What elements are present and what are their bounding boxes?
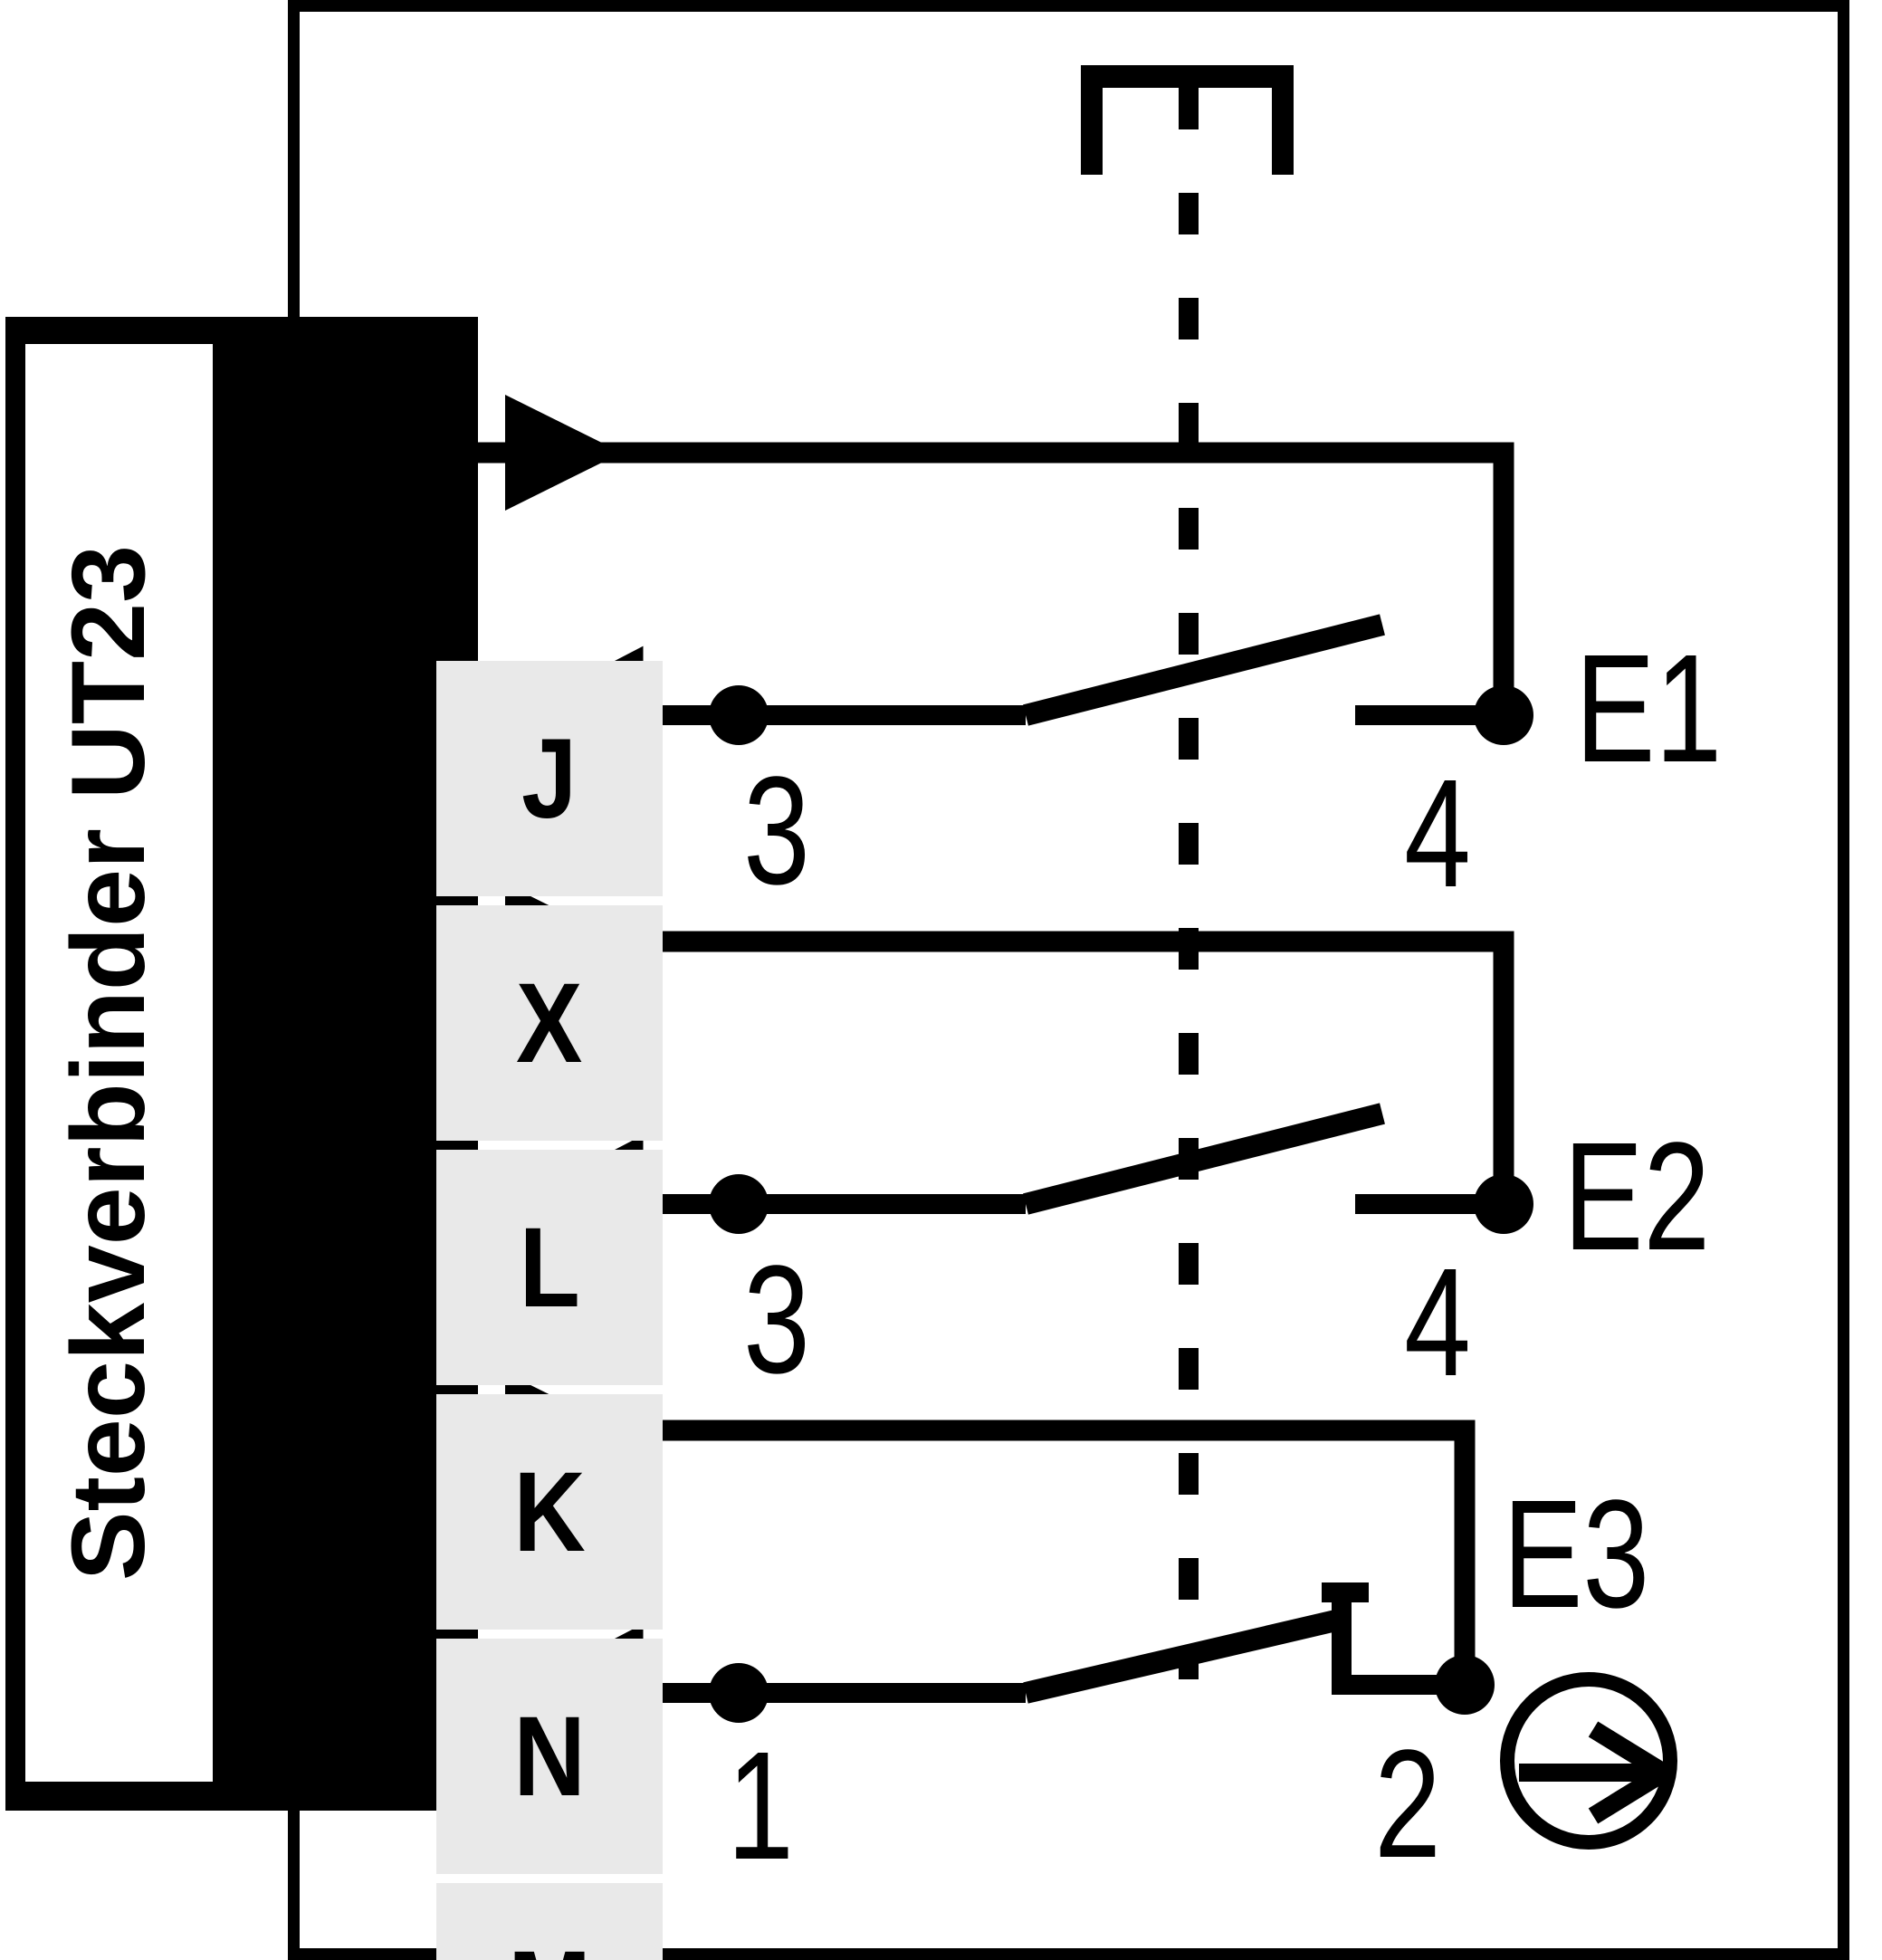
terminal-column: J X L K N M [213,317,663,1960]
terminal-label: M [508,1927,591,1960]
contact-number-e3-2: 2 [1374,1718,1441,1890]
contact-number-e3-1: 1 [727,1720,794,1892]
contact2-hook-wire [1332,1588,1465,1695]
terminal-box-n: N [436,1639,663,1874]
terminal-box-m: M [436,1883,663,1960]
switch-blade-e2 [1023,1103,1385,1215]
terminal-label: L [519,1204,580,1331]
switch-blade-e1 [1023,614,1385,726]
terminal-label: X [516,960,583,1086]
terminal-label: K [513,1448,586,1575]
contact-number-e1-3: 3 [743,745,810,917]
junction-dot-contact3-e2 [709,1174,769,1234]
terminal-label: J [521,715,578,842]
wire-j-to-contact4 [456,442,1514,715]
wire-l-to-contact4 [456,931,1514,1204]
switch-blade-e3 [1023,1609,1342,1704]
switch-label-e1: E1 [1575,623,1723,795]
contact-dot-e2 [1474,1174,1533,1234]
switch-label-e2: E2 [1563,1111,1711,1283]
contact-dot-e1 [1474,685,1533,745]
actuator-bracket-icon [1081,65,1294,175]
terminal-box-j: J [436,661,663,896]
junction-dot-contact1-e3 [709,1663,769,1723]
actuation-direction-icon [1500,1672,1677,1850]
switch-label-e3: E3 [1503,1468,1650,1640]
signal-direction-out-icon [505,395,622,511]
contact-number-e2-4: 4 [1404,1237,1471,1409]
junction-dot-contact3-e1 [709,685,769,745]
contact-number-e2-3: 3 [743,1234,810,1406]
terminal-label: N [513,1693,586,1820]
connector-label: Steckverbinder UT23 [51,544,167,1582]
contact-number-e1-4: 4 [1404,748,1471,920]
terminal-box-k: K [436,1394,663,1630]
terminal-box-x: X [436,905,663,1141]
wire-n-to-contact2 [456,1420,1476,1685]
terminal-box-l: L [436,1150,663,1385]
contact-dot-e3 [1435,1655,1495,1715]
